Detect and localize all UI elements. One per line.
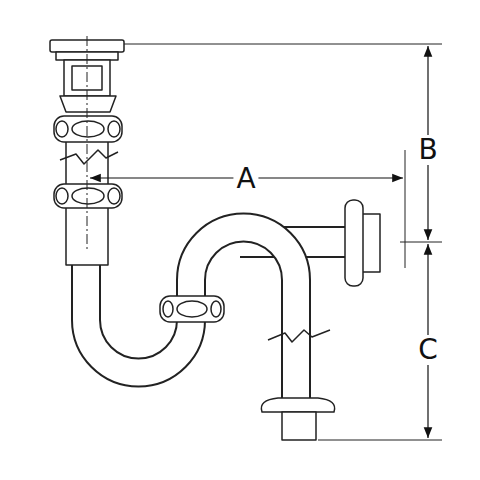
wall-flange	[345, 200, 363, 286]
floor-flange	[261, 398, 334, 412]
wall-flange-neck	[363, 214, 380, 272]
extension-line	[124, 44, 442, 45]
nut-grip	[163, 301, 173, 317]
nut-grip	[177, 301, 207, 317]
nut-grip	[211, 301, 221, 317]
dimension-label: B	[415, 135, 440, 165]
slip-nut	[54, 116, 122, 142]
nut-grip	[56, 188, 68, 204]
break-mark	[268, 330, 330, 342]
drain-collar	[60, 96, 116, 112]
break-mark	[60, 150, 118, 164]
nut-grip	[108, 188, 120, 204]
dimension-label: A	[233, 164, 258, 194]
trap-outline	[86, 228, 296, 402]
extension-line	[405, 150, 406, 268]
extension-line	[318, 440, 442, 441]
trap-nut	[160, 296, 224, 322]
nut-grip	[108, 121, 120, 137]
dimension-label: C	[415, 335, 441, 365]
nut-grip	[56, 121, 68, 137]
extension-line	[400, 242, 442, 243]
nut-grip	[72, 121, 104, 137]
floor-pipe	[282, 412, 316, 440]
center-line	[87, 36, 88, 250]
nut-grip	[72, 188, 104, 204]
trap-fill	[86, 228, 296, 402]
slip-nut	[54, 184, 122, 208]
